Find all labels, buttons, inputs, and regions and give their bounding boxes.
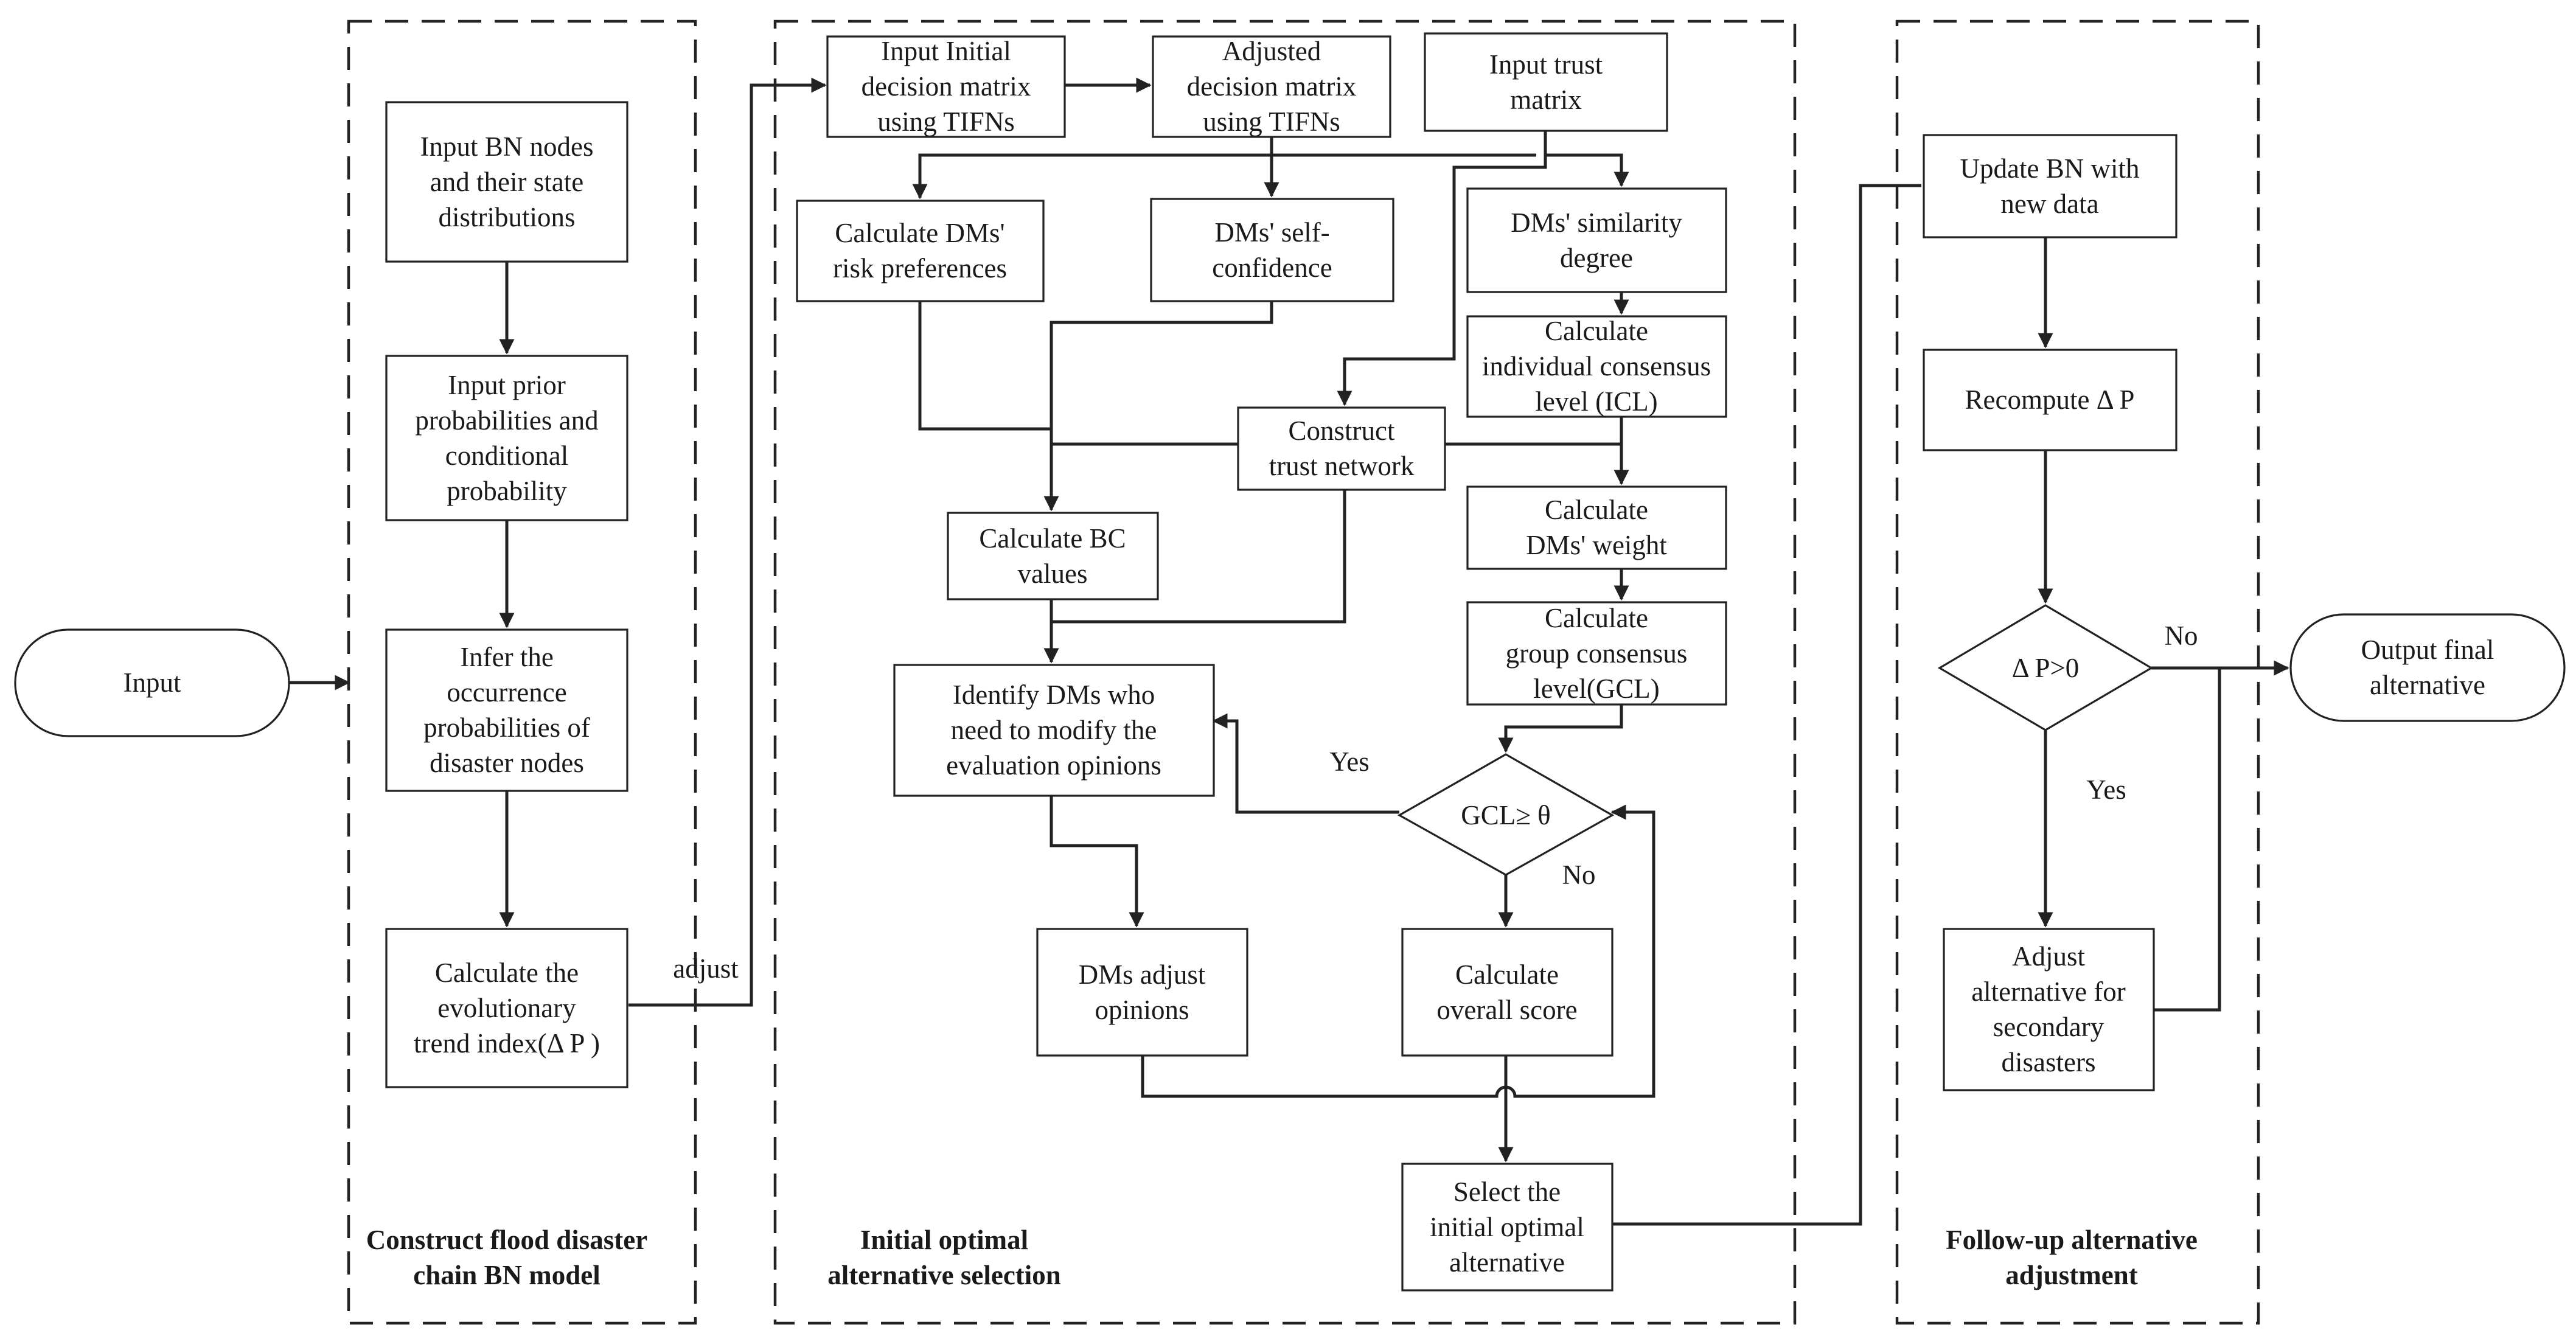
section-frame-initial-selection — [773, 19, 1797, 1325]
box-gcl — [1466, 601, 1727, 706]
box-adjusted-matrix — [1152, 35, 1391, 138]
edge-adjustalt-to-output — [2154, 668, 2221, 1012]
edge-selfconf-to-bc — [1043, 301, 1273, 512]
box-bn-nodes — [385, 101, 628, 263]
terminal-input — [14, 628, 290, 737]
label-recompute: Recompute Δ P — [1965, 384, 2135, 415]
edge-risk-to-join — [918, 301, 1051, 431]
edge-label-adjust: adjust — [673, 953, 739, 984]
box-adjust-alternative — [1943, 928, 2155, 1091]
edge-gcl-to-decision — [1498, 704, 1623, 753]
edge-trust-to-similarity — [1544, 131, 1629, 187]
box-bc-values — [947, 512, 1159, 600]
section-frame-followup — [1895, 19, 2260, 1325]
box-trend-index — [385, 928, 628, 1088]
edge-trust-to-trustnet — [1337, 155, 1547, 406]
box-identify-dms — [893, 664, 1215, 797]
edge-label-yes-deltap: Yes — [2086, 774, 2126, 805]
edge-label-yes-gcl: Yes — [1329, 746, 1369, 777]
edge-select-to-update — [1611, 184, 1921, 1226]
box-icl — [1466, 315, 1727, 418]
box-prior-probabilities — [385, 355, 628, 521]
decision-gcl-threshold — [1397, 753, 1615, 876]
label-delta-p: Δ P>0 — [2012, 653, 2080, 683]
edge-decision-yes — [1212, 713, 1399, 814]
box-select-alternative — [1401, 1163, 1613, 1292]
label-gcl-threshold: GCL≥ θ — [1461, 800, 1551, 830]
box-dms-weight — [1466, 485, 1727, 570]
decision-delta-p — [1937, 604, 2154, 731]
box-dms-adjust — [1036, 928, 1248, 1057]
label-self-confidence: DMs' self-confidence — [1212, 217, 1332, 283]
box-trust-matrix — [1424, 32, 1668, 132]
edge-adjust — [628, 77, 827, 1007]
label-risk-preferences: Calculate DMs'risk preferences — [833, 218, 1007, 283]
edge-label-no-deltap: No — [2165, 621, 2198, 651]
edge-branch-to-risk — [912, 153, 1536, 200]
box-risk-preferences — [796, 200, 1045, 302]
edge-identify-to-dmadjust — [1050, 796, 1144, 928]
connectors — [289, 77, 2289, 1226]
box-trust-network — [1237, 406, 1446, 491]
box-update-bn — [1923, 134, 2177, 238]
box-similarity — [1466, 187, 1727, 293]
terminal-output — [2289, 613, 2566, 722]
box-recompute — [1923, 349, 2177, 451]
box-infer-occurrence — [385, 628, 628, 792]
box-overall-score — [1401, 928, 1613, 1057]
label-input: Input — [124, 667, 181, 698]
edge-label-no-gcl: No — [1562, 860, 1596, 890]
box-self-confidence — [1150, 198, 1394, 302]
section-frame-bn-model — [347, 19, 697, 1325]
edge-trustnet-to-identify — [1051, 490, 1346, 624]
box-initial-matrix — [826, 35, 1066, 138]
